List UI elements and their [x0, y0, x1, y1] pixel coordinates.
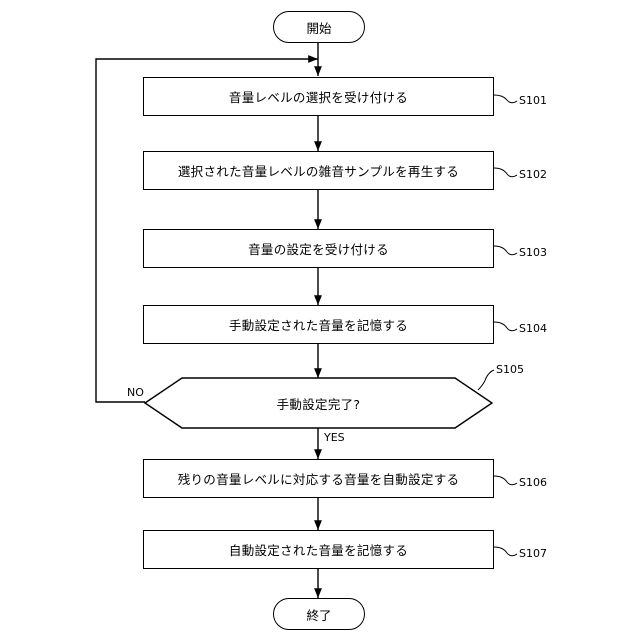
leader-s103: [494, 246, 517, 255]
decision-text: 手動設定完了?: [182, 378, 455, 428]
leader-s101: [494, 95, 517, 103]
step-text: 音量レベルの選択を受け付ける: [229, 87, 408, 106]
step-text: 手動設定された音量を記憶する: [229, 315, 408, 334]
leader-s105: [478, 370, 494, 390]
process-step-s102: 選択された音量レベルの雑音サンプルを再生する: [143, 151, 494, 190]
process-step-s103: 音量の設定を受け付ける: [143, 229, 494, 268]
step-id-s105: S105: [496, 363, 524, 376]
leader-s107: [494, 547, 517, 556]
start-label: 開始: [306, 18, 331, 37]
start-terminal: 開始: [273, 11, 365, 43]
leader-s102: [494, 168, 517, 177]
step-text: 選択された音量レベルの雑音サンプルを再生する: [178, 161, 459, 180]
branch-yes-label: YES: [324, 431, 345, 444]
step-id-s102: S102: [519, 168, 547, 181]
step-id-s104: S104: [519, 322, 547, 335]
branch-no-label: NO: [127, 386, 144, 399]
step-id-s103: S103: [519, 246, 547, 259]
step-id-s106: S106: [519, 476, 547, 489]
process-step-s104: 手動設定された音量を記憶する: [143, 305, 494, 344]
step-text: 音量の設定を受け付ける: [248, 239, 389, 258]
leader-s106: [494, 476, 517, 485]
end-terminal: 終了: [273, 598, 365, 630]
step-id-s107: S107: [519, 547, 547, 560]
decision-question: 手動設定完了?: [277, 394, 361, 413]
end-label: 終了: [306, 605, 331, 624]
process-step-s101: 音量レベルの選択を受け付ける: [143, 77, 494, 116]
process-step-s106: 残りの音量レベルに対応する音量を自動設定する: [143, 459, 494, 498]
leader-s104: [494, 322, 517, 331]
step-text: 自動設定された音量を記憶する: [229, 540, 408, 559]
step-id-s101: S101: [519, 94, 547, 107]
process-step-s107: 自動設定された音量を記憶する: [143, 530, 494, 569]
step-text: 残りの音量レベルに対応する音量を自動設定する: [178, 469, 460, 488]
